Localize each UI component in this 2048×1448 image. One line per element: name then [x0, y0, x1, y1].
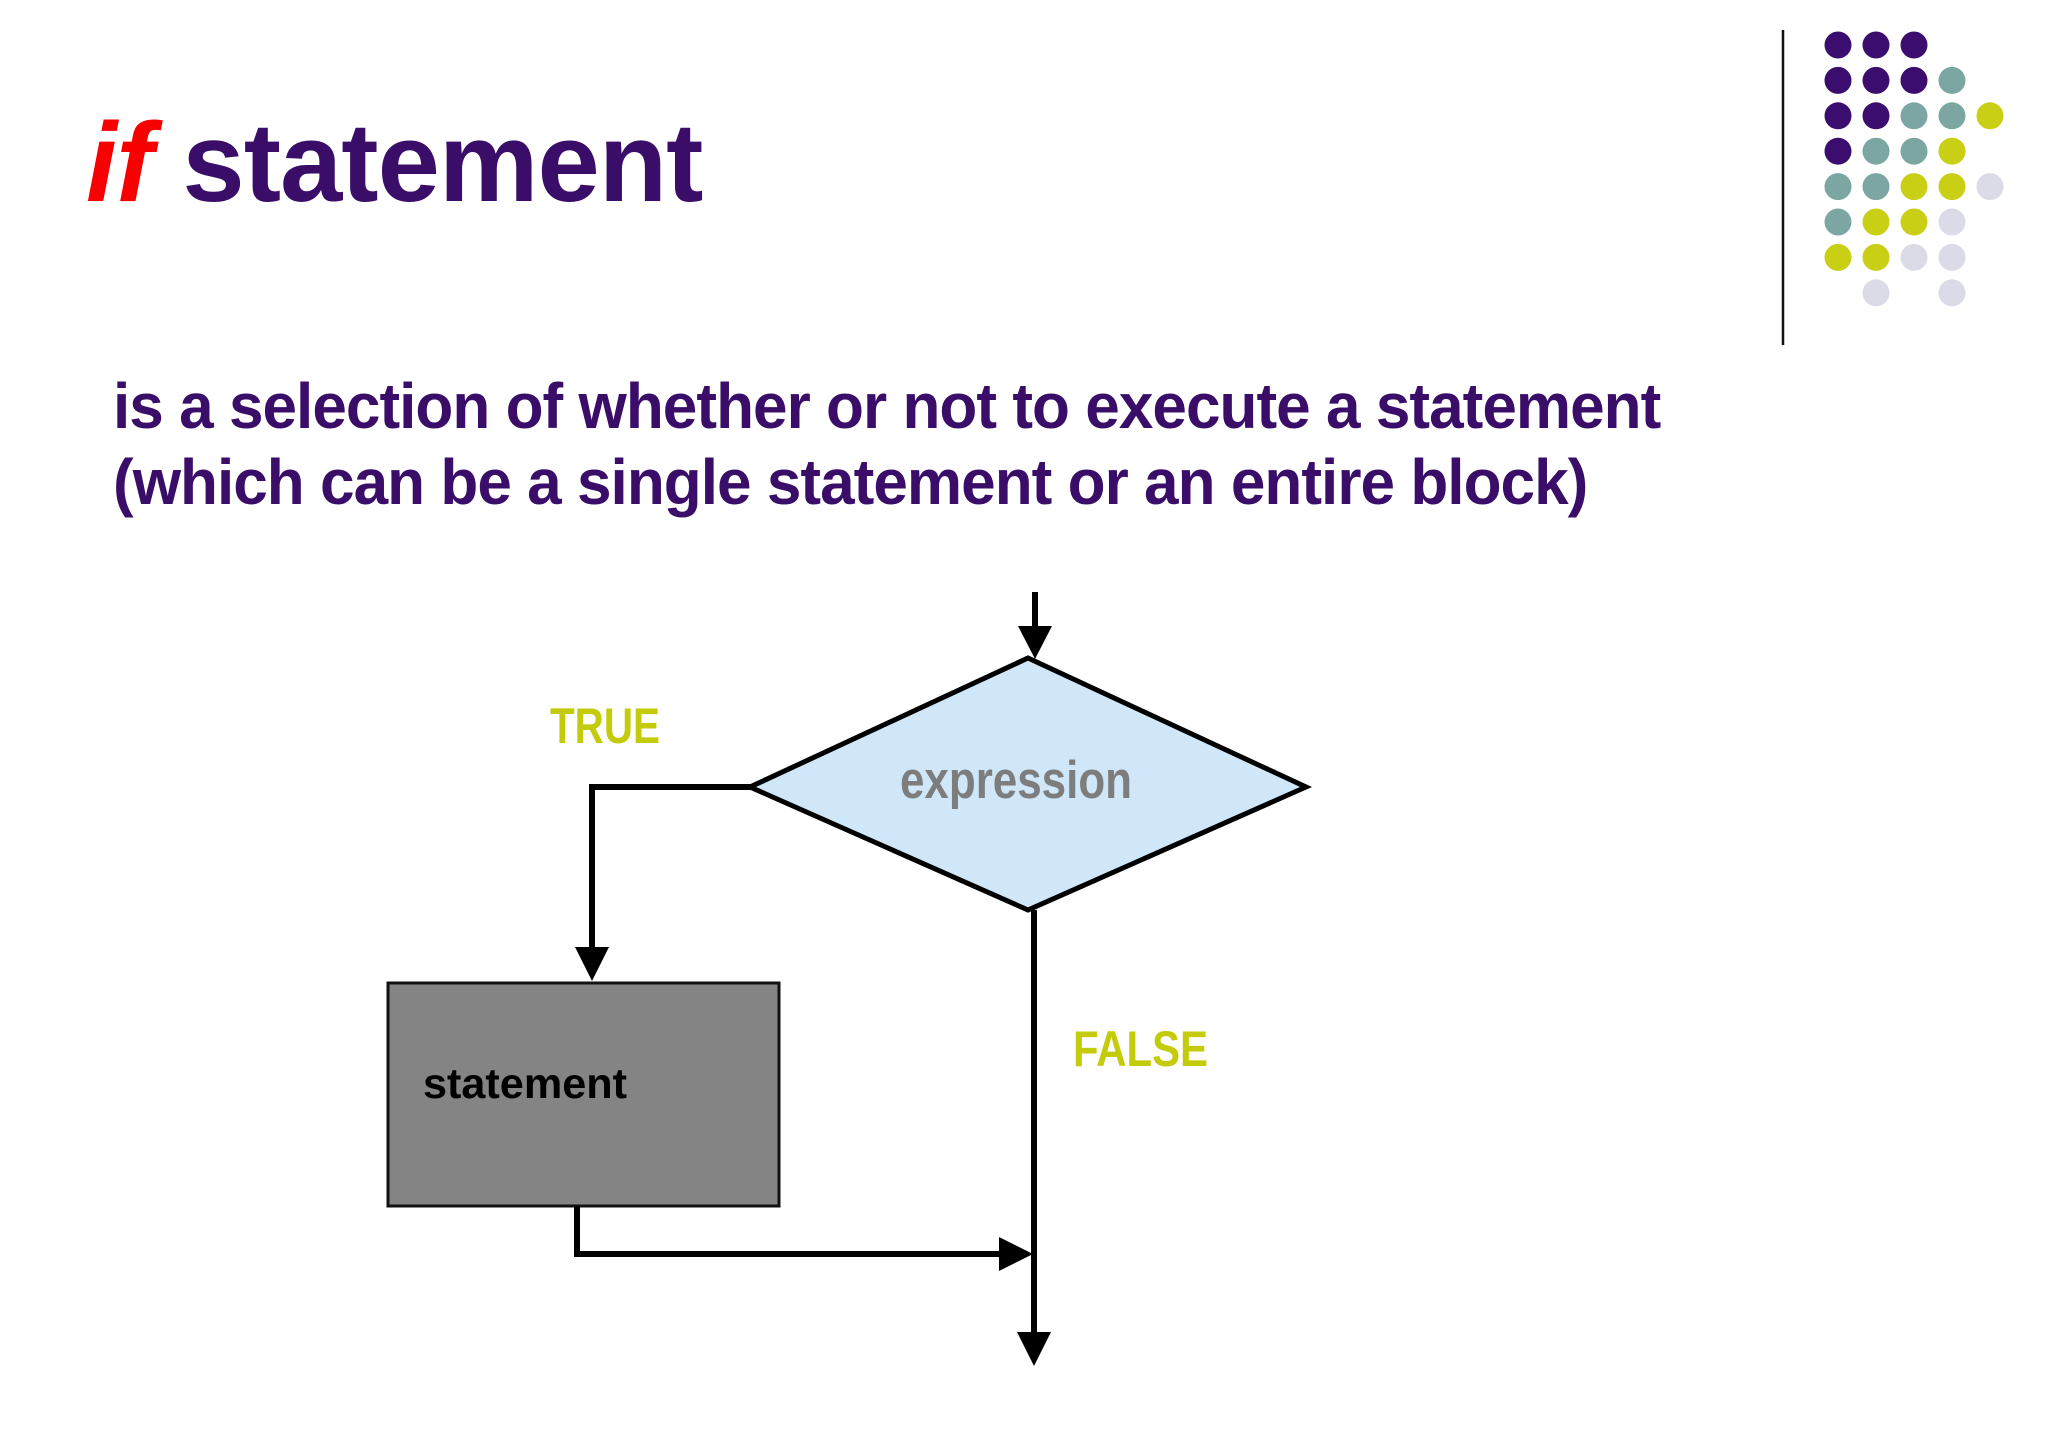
body-line-2: (which can be a single statement or an e…: [113, 446, 1588, 518]
decor-dot: [1862, 66, 1890, 94]
decor-dot: [1862, 279, 1890, 307]
decor-dot: [1824, 173, 1852, 201]
false-label: FALSE: [1073, 1021, 1208, 1077]
decor-dot: [1824, 243, 1852, 271]
true-branch-line: [589, 784, 752, 950]
decor-dot: [1900, 31, 1928, 59]
true-label: TRUE: [550, 698, 660, 754]
false-branch-arrow-head: [1017, 1332, 1051, 1366]
decor-dot: [1824, 137, 1852, 165]
decor-dot: [1900, 208, 1928, 236]
true-branch-arrow-head: [575, 947, 609, 981]
dot-grid: [1824, 31, 2004, 307]
statement-box-label: statement: [423, 1060, 627, 1108]
slide-body: is a selection of whether or not to exec…: [113, 368, 1661, 520]
decor-dot: [1900, 173, 1928, 201]
decor-dot: [1862, 102, 1890, 130]
decor-dot: [1900, 102, 1928, 130]
decor-dot: [1938, 102, 1966, 130]
decision-diamond: [743, 655, 1313, 913]
true-branch-arrow: [575, 784, 752, 981]
entry-arrow-head: [1018, 626, 1052, 659]
decor-dot: [1900, 66, 1928, 94]
condition-label: expression: [900, 751, 1132, 810]
statement-box: [386, 981, 781, 1208]
decor-dot: [1900, 137, 1928, 165]
corner-ornament: [1781, 30, 2004, 345]
decor-dot: [1862, 31, 1890, 59]
statement-exit-line: [574, 1206, 1000, 1257]
body-line-1: is a selection of whether or not to exec…: [113, 370, 1661, 442]
decor-dot: [1824, 66, 1852, 94]
decor-dot: [1938, 173, 1966, 201]
decor-dot: [1976, 102, 2004, 130]
title-rest: statement: [182, 100, 703, 225]
decor-dot: [1824, 208, 1852, 236]
decor-dot: [1938, 279, 1966, 307]
decor-dot: [1862, 243, 1890, 271]
decor-dot: [1938, 66, 1966, 94]
decor-dot: [1862, 137, 1890, 165]
decor-dot: [1938, 208, 1966, 236]
false-branch-arrow: [1017, 910, 1051, 1366]
decor-dot: [1938, 137, 1966, 165]
decor-dot: [1862, 208, 1890, 236]
entry-arrow: [1018, 592, 1052, 659]
decor-dot: [1824, 31, 1852, 59]
decor-dot: [1824, 102, 1852, 130]
statement-exit-arrow-head: [999, 1237, 1033, 1271]
decor-dot: [1976, 173, 2004, 201]
statement-exit-arrow: [574, 1206, 1033, 1271]
decor-dot: [1900, 243, 1928, 271]
decor-dot: [1938, 243, 1966, 271]
title-keyword: if: [86, 100, 153, 225]
decor-dot: [1862, 173, 1890, 201]
